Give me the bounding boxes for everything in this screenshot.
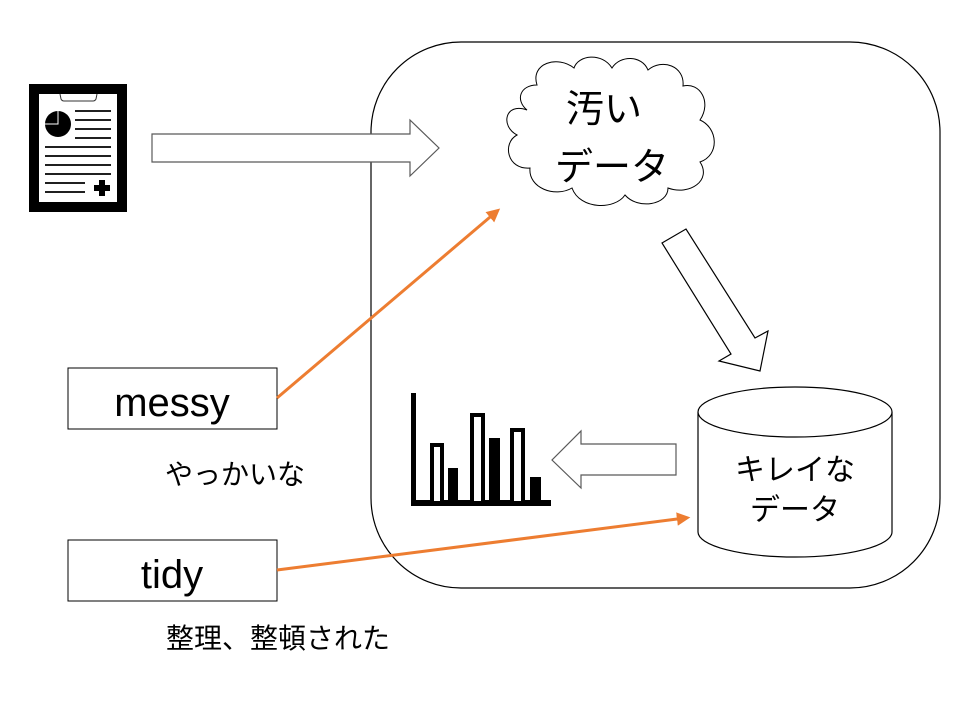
messy-caption: やっかいな xyxy=(165,458,305,491)
tidy-connector-arrow xyxy=(276,512,691,572)
clipboard-document-icon xyxy=(29,84,127,212)
chart-bar xyxy=(470,413,485,501)
chart-axis-y xyxy=(411,393,416,506)
cloud-text-line1: 汚い xyxy=(566,87,642,131)
chart-bar xyxy=(448,468,458,501)
process-container xyxy=(370,41,941,589)
input-arrow xyxy=(151,118,440,178)
messy-connector-arrow xyxy=(276,208,501,400)
chart-bar xyxy=(530,477,541,501)
chart-bar xyxy=(510,428,525,501)
database-text-line2: データ xyxy=(750,493,840,528)
tidy-label-box xyxy=(67,539,278,602)
messy-label: messy xyxy=(114,381,230,425)
tidy-data-database xyxy=(697,386,893,558)
cloud-text-line2: データ xyxy=(555,145,669,189)
messy-label-box xyxy=(67,367,278,430)
analysis-arrow xyxy=(551,429,677,490)
chart-axis-x xyxy=(411,500,551,506)
tidy-label: tidy xyxy=(141,553,203,597)
chart-bar xyxy=(430,443,444,501)
bar-chart-icon xyxy=(411,393,551,506)
database-text-line1: キレイな xyxy=(735,453,855,488)
tidy-caption: 整理、整頓された xyxy=(166,622,390,655)
messy-data-cloud xyxy=(506,56,715,206)
chart-bar xyxy=(489,438,500,501)
cleaning-arrow xyxy=(661,228,769,372)
